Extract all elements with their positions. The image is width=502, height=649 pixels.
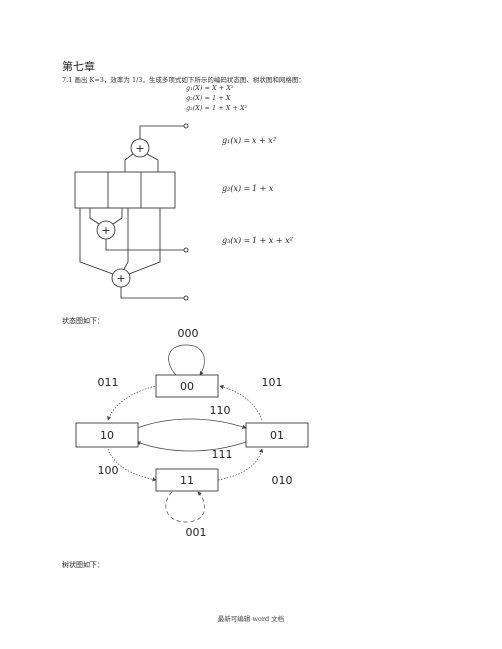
- tree-diagram-caption: 树状图如下：: [62, 561, 104, 569]
- encoder-diagram: [74, 123, 189, 301]
- adder-symbol: +: [101, 224, 110, 237]
- edge-10-01: [136, 418, 247, 429]
- polynomial-header-2: g₂(X) = 1 + X: [186, 94, 231, 102]
- output-terminal-1: [183, 123, 189, 129]
- edge-01-00: [219, 384, 263, 421]
- state-01: 01: [270, 429, 284, 442]
- formula-g1-rhs: x + x²: [252, 136, 276, 145]
- adder-symbol: +: [116, 272, 125, 285]
- state-box-11: [155, 468, 219, 492]
- state-11: 11: [180, 474, 194, 487]
- transition-label-001: 001: [186, 526, 207, 539]
- state-diagram: [107, 344, 264, 523]
- transition-label-010: 010: [272, 474, 293, 487]
- output-terminal-3: [183, 295, 189, 301]
- transition-label-111: 111: [212, 448, 233, 461]
- edge-01-10: [136, 441, 247, 452]
- state-box-00: [155, 374, 219, 398]
- state-box-10: [75, 422, 139, 448]
- self-loop-00: [168, 344, 205, 376]
- transition-label-100: 100: [98, 464, 119, 477]
- state-10: 10: [100, 429, 114, 442]
- problem-statement: 7.1 画出 K=3，效率为 1/3，生成多项式如下所示的编码状态图、树状图和网…: [62, 76, 305, 84]
- page-footer: 最新可编辑 word 文档: [217, 615, 285, 623]
- edge-10-11: [107, 448, 157, 482]
- adder-symbol: +: [135, 142, 144, 155]
- formula-g2-rhs: 1 + x: [252, 184, 274, 193]
- transition-label-011: 011: [98, 376, 119, 389]
- output-terminal-2: [183, 247, 189, 253]
- polynomial-header-1: g₁(X) = X + X²: [186, 84, 234, 92]
- transition-label-101: 101: [262, 376, 283, 389]
- edge-11-01: [217, 448, 264, 481]
- self-loop-11: [165, 491, 206, 523]
- transition-label-000: 000: [178, 327, 199, 340]
- shift-register: [74, 171, 176, 209]
- formula-g1-lhs: g₁(x) =: [222, 136, 250, 145]
- state-00: 00: [180, 380, 194, 393]
- transition-label-110: 110: [210, 404, 231, 417]
- edge-00-10: [107, 385, 156, 421]
- state-box-01: [245, 422, 309, 448]
- polynomial-header-3: g₃(X) = 1 + X + X²: [186, 104, 248, 112]
- state-diagram-caption: 状态图如下：: [62, 317, 104, 325]
- chapter-title: 第七章: [62, 60, 95, 73]
- formula-g2-lhs: g₂(x) =: [222, 184, 250, 193]
- formula-g3-lhs: g₃(x) =: [222, 236, 250, 245]
- formula-g3-rhs: 1 + x + x²: [252, 236, 293, 245]
